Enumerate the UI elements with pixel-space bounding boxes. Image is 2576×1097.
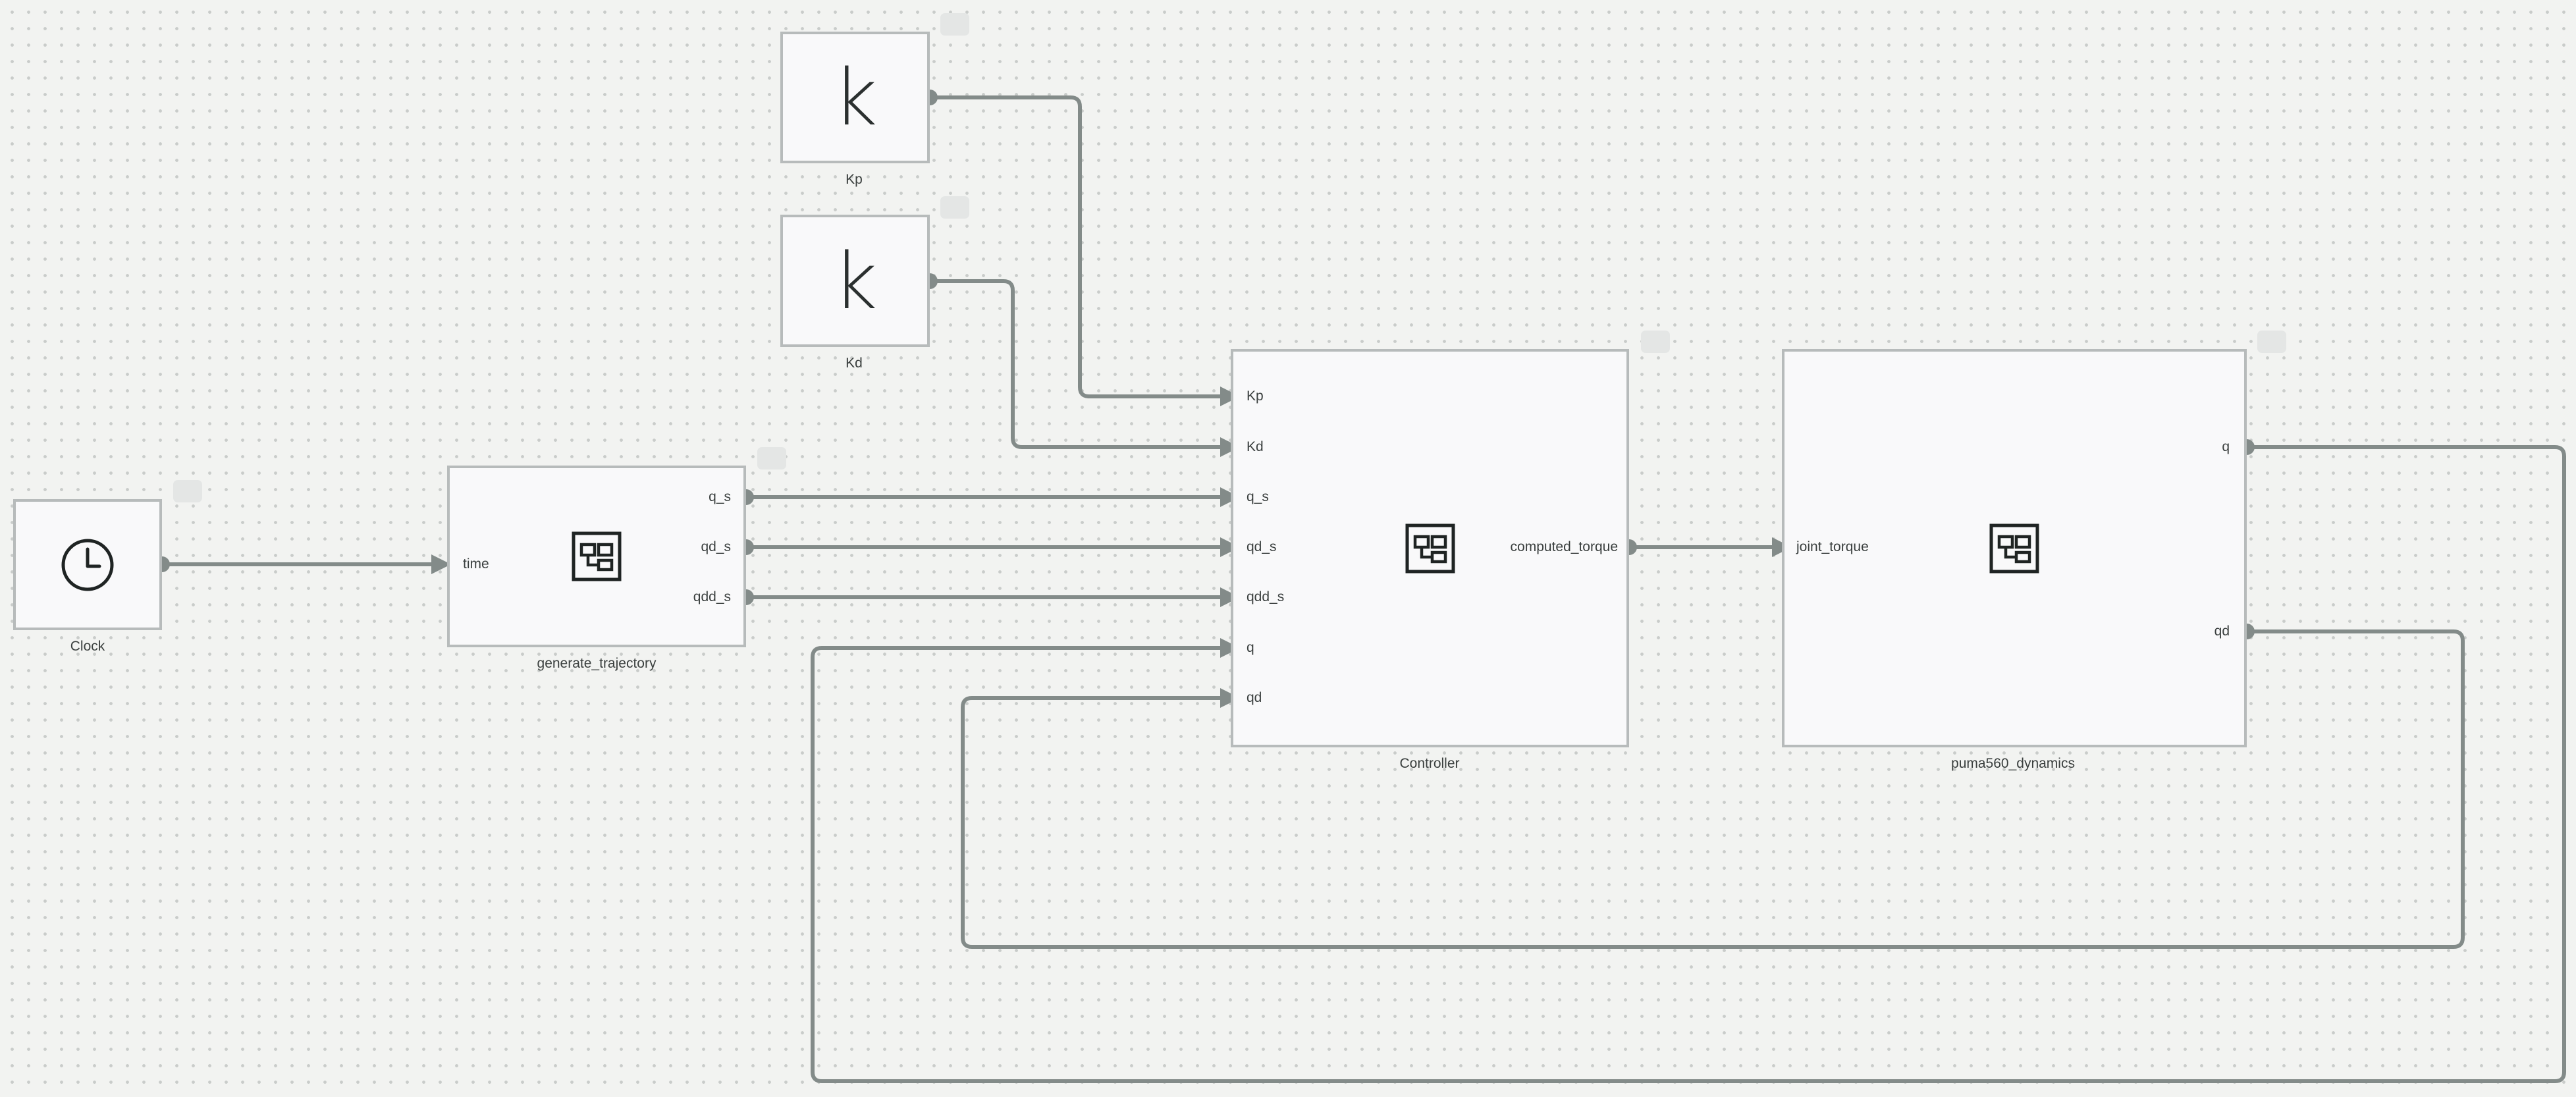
controller-label: Controller [1399, 756, 1460, 771]
clock-icon [16, 502, 159, 628]
generate-trajectory-block[interactable] [447, 466, 746, 647]
generate-trajectory-label: generate_trajectory [537, 656, 657, 671]
submodel-icon [450, 468, 743, 645]
clock-block[interactable] [13, 499, 162, 630]
submodel-icon [1784, 352, 2244, 745]
port-qd-s-in: qd_s [1247, 539, 1277, 554]
signal-icon[interactable] [940, 13, 969, 36]
port-q-in: q [1247, 640, 1254, 655]
port-q-s-in: q_s [1247, 489, 1269, 504]
wire-feedback-q [811, 445, 2566, 1083]
port-q-s: q_s [709, 489, 731, 504]
k-constant-icon: k [832, 52, 878, 143]
port-kd: Kd [1247, 439, 1264, 454]
puma560-dynamics-label: puma560_dynamics [1951, 756, 2075, 771]
kd-block[interactable]: k [780, 215, 930, 347]
wire-kd-to-controller [930, 279, 1240, 457]
wire-feedback-qd [961, 629, 2465, 949]
clock-label: Clock [70, 639, 105, 654]
port-q-out: q [2222, 439, 2230, 454]
wire-kp-to-controller [930, 95, 1240, 406]
controller-block[interactable] [1231, 349, 1629, 747]
port-kp: Kp [1247, 388, 1264, 404]
port-qdd-s-in: qdd_s [1247, 589, 1285, 604]
submodel-icon [1233, 352, 1626, 745]
signal-icon[interactable] [2257, 331, 2286, 353]
port-qd-out: qd [2214, 624, 2230, 639]
port-computed-torque: computed_torque [1510, 539, 1618, 554]
kp-label: Kp [845, 172, 863, 187]
signal-icon[interactable] [1641, 331, 1670, 353]
signal-icon[interactable] [173, 480, 202, 502]
port-time: time [463, 556, 489, 572]
port-qd-in: qd [1247, 690, 1262, 705]
kp-block[interactable]: k [780, 32, 930, 163]
k-constant-icon: k [832, 235, 878, 327]
port-qdd-s: qdd_s [693, 589, 731, 604]
signal-icon[interactable] [757, 447, 786, 469]
port-joint-torque: joint_torque [1796, 539, 1869, 554]
puma560-dynamics-block[interactable] [1782, 349, 2247, 747]
port-qd-s: qd_s [701, 539, 731, 554]
kd-label: Kd [845, 356, 863, 371]
signal-icon[interactable] [940, 196, 969, 219]
